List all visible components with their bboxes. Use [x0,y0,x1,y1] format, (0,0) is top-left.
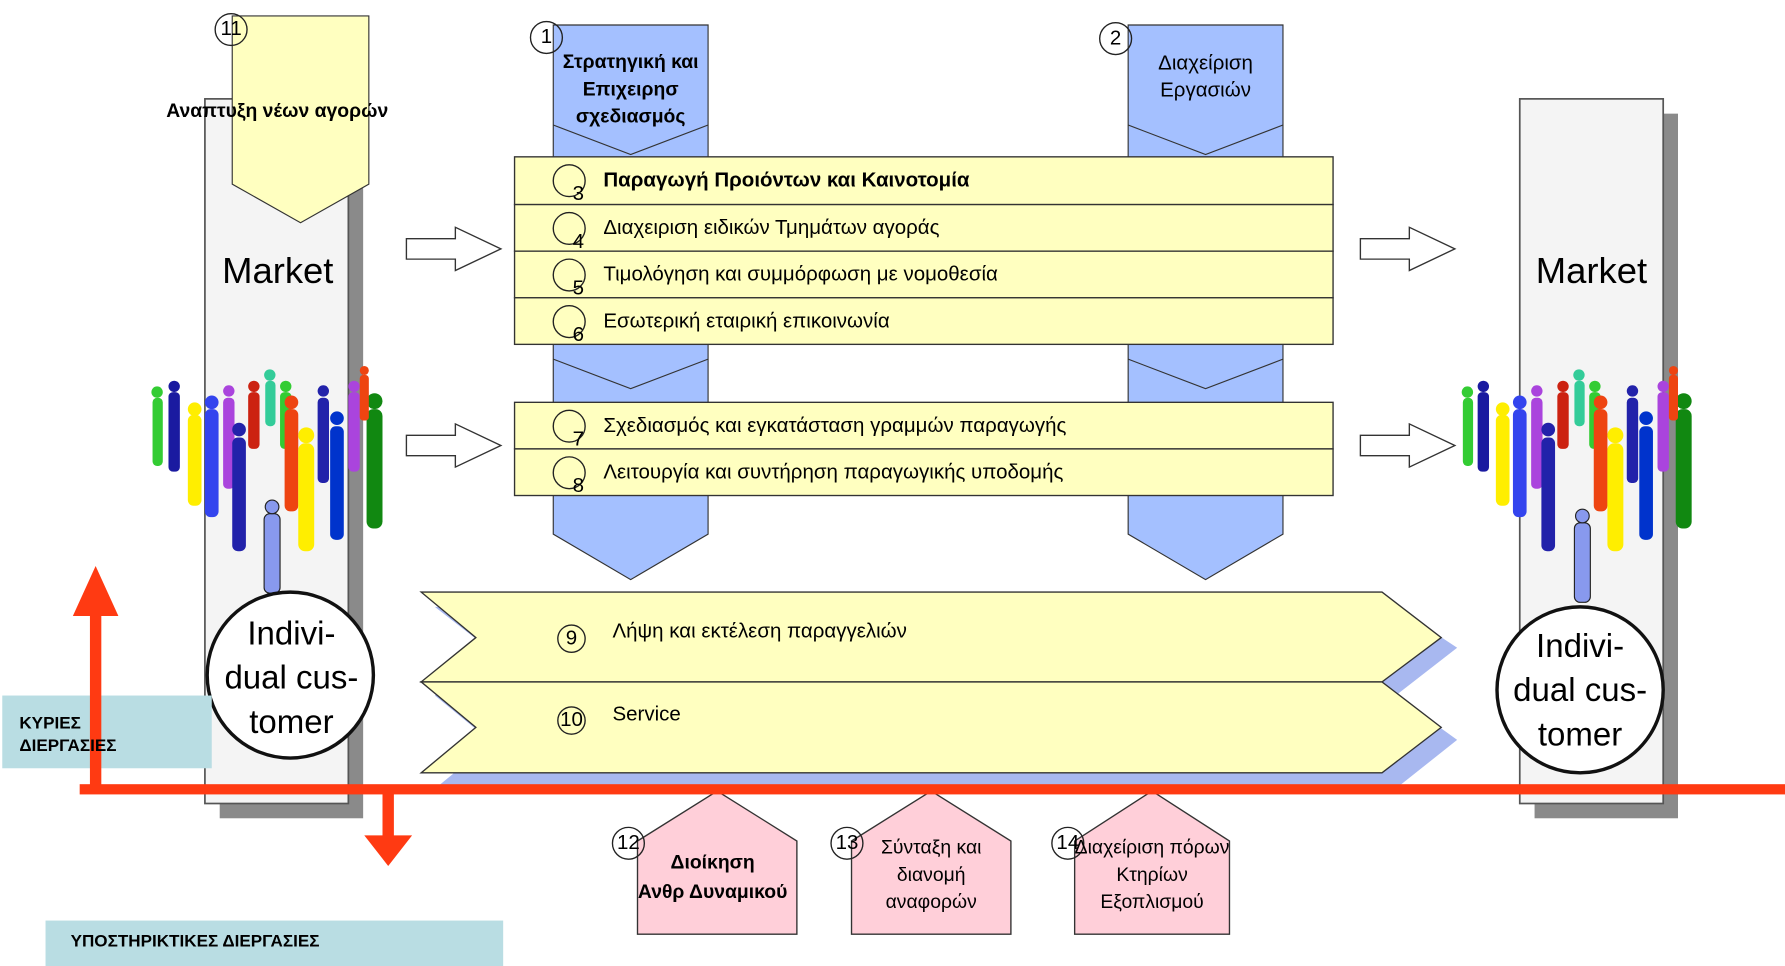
support-14-shape [1073,790,1231,935]
left-crowd-icon [151,365,383,594]
bar-4 [513,203,1334,252]
number-6: 6 [572,322,584,346]
support-13-label: Σύνταξη και διανομή αναφορών [880,836,982,913]
bar-6 [513,297,1334,346]
right-customer-circle [1495,605,1665,775]
left-market-label: Market [222,250,334,291]
bar-3-label: Παραγωγή Προιόντων και Καινοτομία [603,168,970,191]
bar-7 [513,401,1334,450]
bar-7-label: Σχεδιασμός και εγκατάσταση γραμμών παραγ… [603,413,1067,437]
bar-4-label: Διαχειριση ειδικών Τμημάτων αγοράς [603,215,940,239]
bar-5-label: Τιμολόγηση και συμμόρφωση με νομοθεσία [603,262,998,286]
number-3: 3 [572,181,584,205]
bar-8 [513,448,1334,497]
left-customer-label: Indivi- dual cus- tomer [224,615,359,741]
number-1: 1 [540,25,553,48]
flow-arrow-in-2 [405,422,503,469]
bar-3 [513,156,1334,206]
bar-6-label: Εσωτερική εταιρική επικοινωνία [603,309,890,332]
flow-arrow-out-2 [1359,422,1457,469]
market-development-arrow [231,15,370,224]
support-13-shape [850,790,1012,935]
market-development-label: Αναπτυξη νέων αγορών [166,100,389,122]
column-1-label: Στρατηγική και Επιχειρησ σχεδιασμός [562,51,699,128]
main-processes-label: ΚΥΡΙΕΣ ΔΙΕΡΓΑΣΙΕΣ [19,713,117,756]
left-customer-circle [205,590,376,760]
flow-arrow-out-1 [1359,226,1457,272]
right-customer-label: Indivi- dual cus- tomer [1513,628,1648,754]
right-market-label: Market [1535,250,1648,291]
bar-5 [513,250,1334,299]
number-8: 8 [572,473,584,497]
chevron-10 [419,681,1443,774]
flow-arrow-in-1 [405,226,503,272]
main-processes-box [2,695,212,769]
support-12-label: Διοίκηση Ανθρ Δυναμικού [637,851,788,903]
column-2-label: Διαχείριση Εργασιών [1158,51,1253,102]
support-12-shape [636,790,798,935]
up-arrow-icon [72,565,119,616]
down-arrow-shaft [382,792,394,838]
number-14: 14 [1056,830,1080,854]
number-5: 5 [572,276,584,299]
number-13: 13 [835,830,859,854]
chevron-9-label: Λήψη και εκτέλεση παραγγελιών [612,619,907,643]
number-9: 9 [565,626,578,649]
number-4: 4 [572,229,584,253]
number-12: 12 [616,830,640,854]
down-arrow-icon [364,835,413,867]
number-10: 10 [560,708,583,731]
support-processes-box [45,920,504,966]
number-7: 7 [572,427,584,451]
number-2: 2 [1109,26,1122,49]
bar-8-label: Λειτουργία και συντήρηση παραγωγικής υπο… [603,460,1064,484]
support-14-label: Διαχείριση πόρων Κτηρίων Εξοπλισμού [1074,836,1230,913]
support-processes-label: ΥΠΟΣΤΗΡΙΚΤΙΚΕΣ ΔΙΕΡΓΑΣΙΕΣ [70,931,320,952]
chevron-10-label: Service [612,702,681,726]
right-crowd-icon [1461,365,1692,603]
up-arrow-shaft [89,613,102,787]
divider-line [79,784,1785,795]
number-11: 11 [220,17,242,40]
